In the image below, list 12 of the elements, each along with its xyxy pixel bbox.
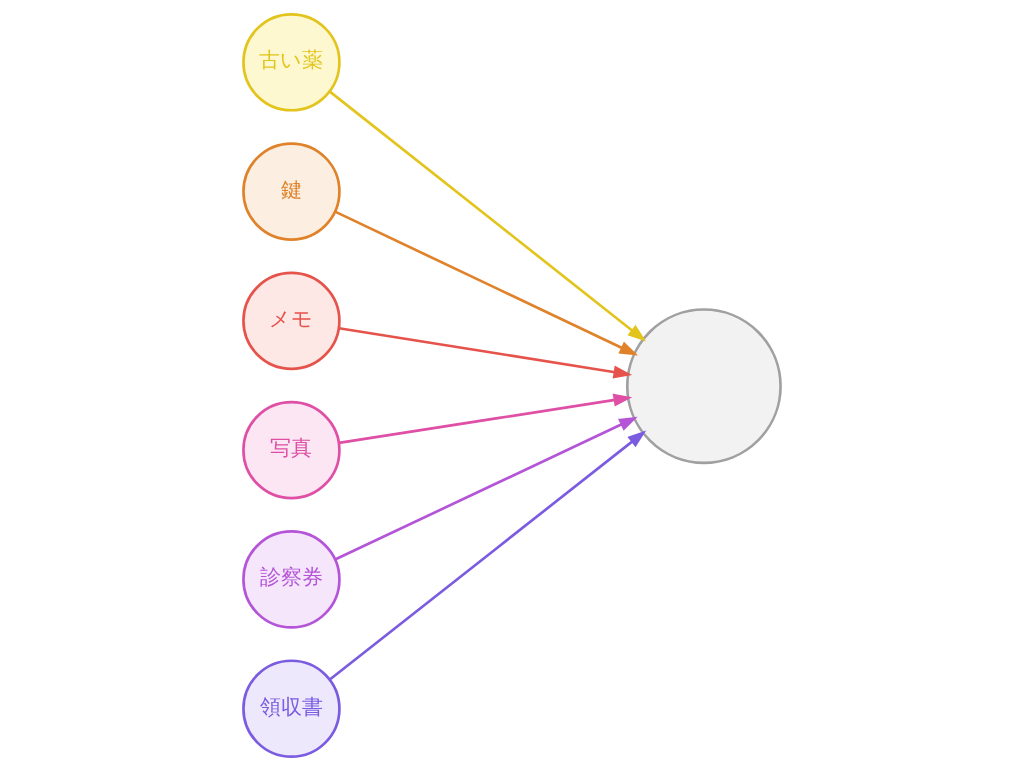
- arrow: [329, 430, 647, 681]
- node-circle: 写真: [242, 400, 341, 499]
- node-circle: メモ: [242, 271, 341, 370]
- arrow: [338, 393, 633, 444]
- node-circle: 古い薬: [242, 12, 341, 112]
- arrow: [334, 209, 639, 356]
- node-circle: 鍵: [242, 141, 341, 241]
- arrow: [329, 90, 647, 342]
- node-circle: 領収書: [242, 658, 341, 758]
- arrow: [334, 416, 638, 561]
- arrow: [338, 326, 633, 378]
- node-circle: 診察券: [242, 529, 341, 629]
